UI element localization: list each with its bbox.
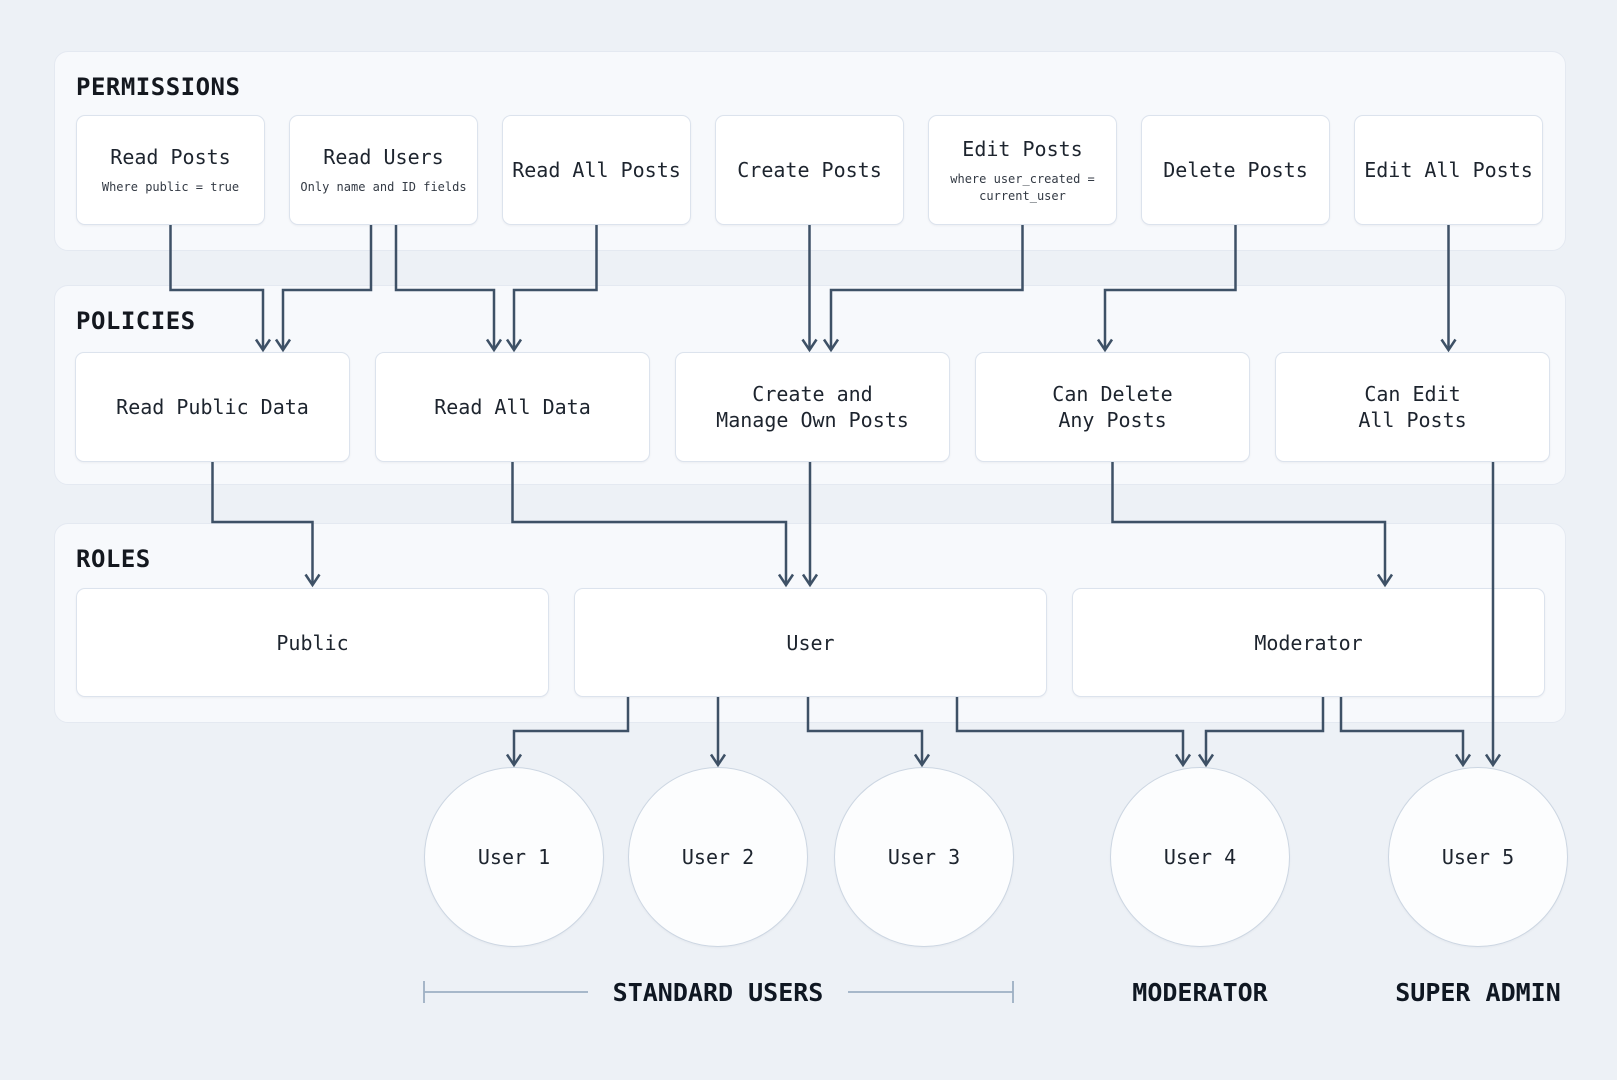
user-circle-1: User 1	[424, 767, 604, 947]
role-node-public: Public	[76, 588, 549, 697]
permission-node-delete-posts: Delete Posts	[1141, 115, 1330, 225]
permission-node-read-users: Read Users Only name and ID fields	[289, 115, 478, 225]
permissions-title: PERMISSIONS	[76, 73, 241, 101]
role-node-moderator: Moderator	[1072, 588, 1545, 697]
permission-node-read-all-posts: Read All Posts	[502, 115, 691, 225]
permission-node-create-posts: Create Posts	[715, 115, 904, 225]
node-label: Create Posts	[737, 158, 882, 182]
node-label: Read Public Data	[116, 395, 309, 419]
node-note: Only name and ID fields	[300, 180, 467, 194]
user-circle-2: User 2	[628, 767, 808, 947]
node-label: Delete Posts	[1163, 158, 1308, 182]
node-label: Can Delete	[1052, 382, 1173, 406]
policy-node-can-delete-any-posts: Can Delete Any Posts	[975, 352, 1250, 462]
node-label: Edit All Posts	[1364, 158, 1533, 182]
node-note: where user_created = current_user	[950, 171, 1095, 203]
node-label: Read Users	[323, 145, 444, 169]
permission-node-edit-posts: Edit Posts where user_created = current_…	[928, 115, 1117, 225]
permission-node-edit-all-posts: Edit All Posts	[1354, 115, 1543, 225]
node-label: Read All Posts	[512, 158, 681, 182]
node-label: Edit Posts	[962, 136, 1083, 161]
node-label: User	[786, 630, 835, 655]
group-label-moderator: MODERATOR	[1132, 978, 1268, 1007]
node-label: Moderator	[1254, 630, 1363, 655]
user-circle-4: User 4	[1110, 767, 1290, 947]
node-label: Can Edit	[1364, 382, 1461, 406]
node-note: Where public = true	[101, 180, 240, 194]
group-label-standard-users: STANDARD USERS	[612, 978, 824, 1007]
node-label: Public	[276, 630, 349, 655]
node-label: Create and	[752, 382, 873, 406]
user-circle-5: User 5	[1388, 767, 1568, 947]
group-label-super-admin: SUPER ADMIN	[1395, 978, 1561, 1007]
policy-node-can-edit-all-posts: Can Edit All Posts	[1275, 352, 1550, 462]
roles-title: ROLES	[76, 545, 151, 573]
permission-node-read-posts: Read Posts Where public = true	[76, 115, 265, 225]
policy-node-create-and-manage-own-posts: Create and Manage Own Posts	[675, 352, 950, 462]
user-circle-3: User 3	[834, 767, 1014, 947]
policy-node-read-public-data: Read Public Data	[75, 352, 350, 462]
node-label: Read All Data	[434, 395, 591, 419]
policies-title: POLICIES	[76, 307, 196, 335]
role-node-user: User	[574, 588, 1047, 697]
node-label-line2: Any Posts	[1058, 408, 1167, 432]
node-label: Read Posts	[110, 145, 231, 169]
node-label-line2: All Posts	[1358, 408, 1467, 432]
policy-node-read-all-data: Read All Data	[375, 352, 650, 462]
node-label-line2: Manage Own Posts	[716, 408, 909, 432]
